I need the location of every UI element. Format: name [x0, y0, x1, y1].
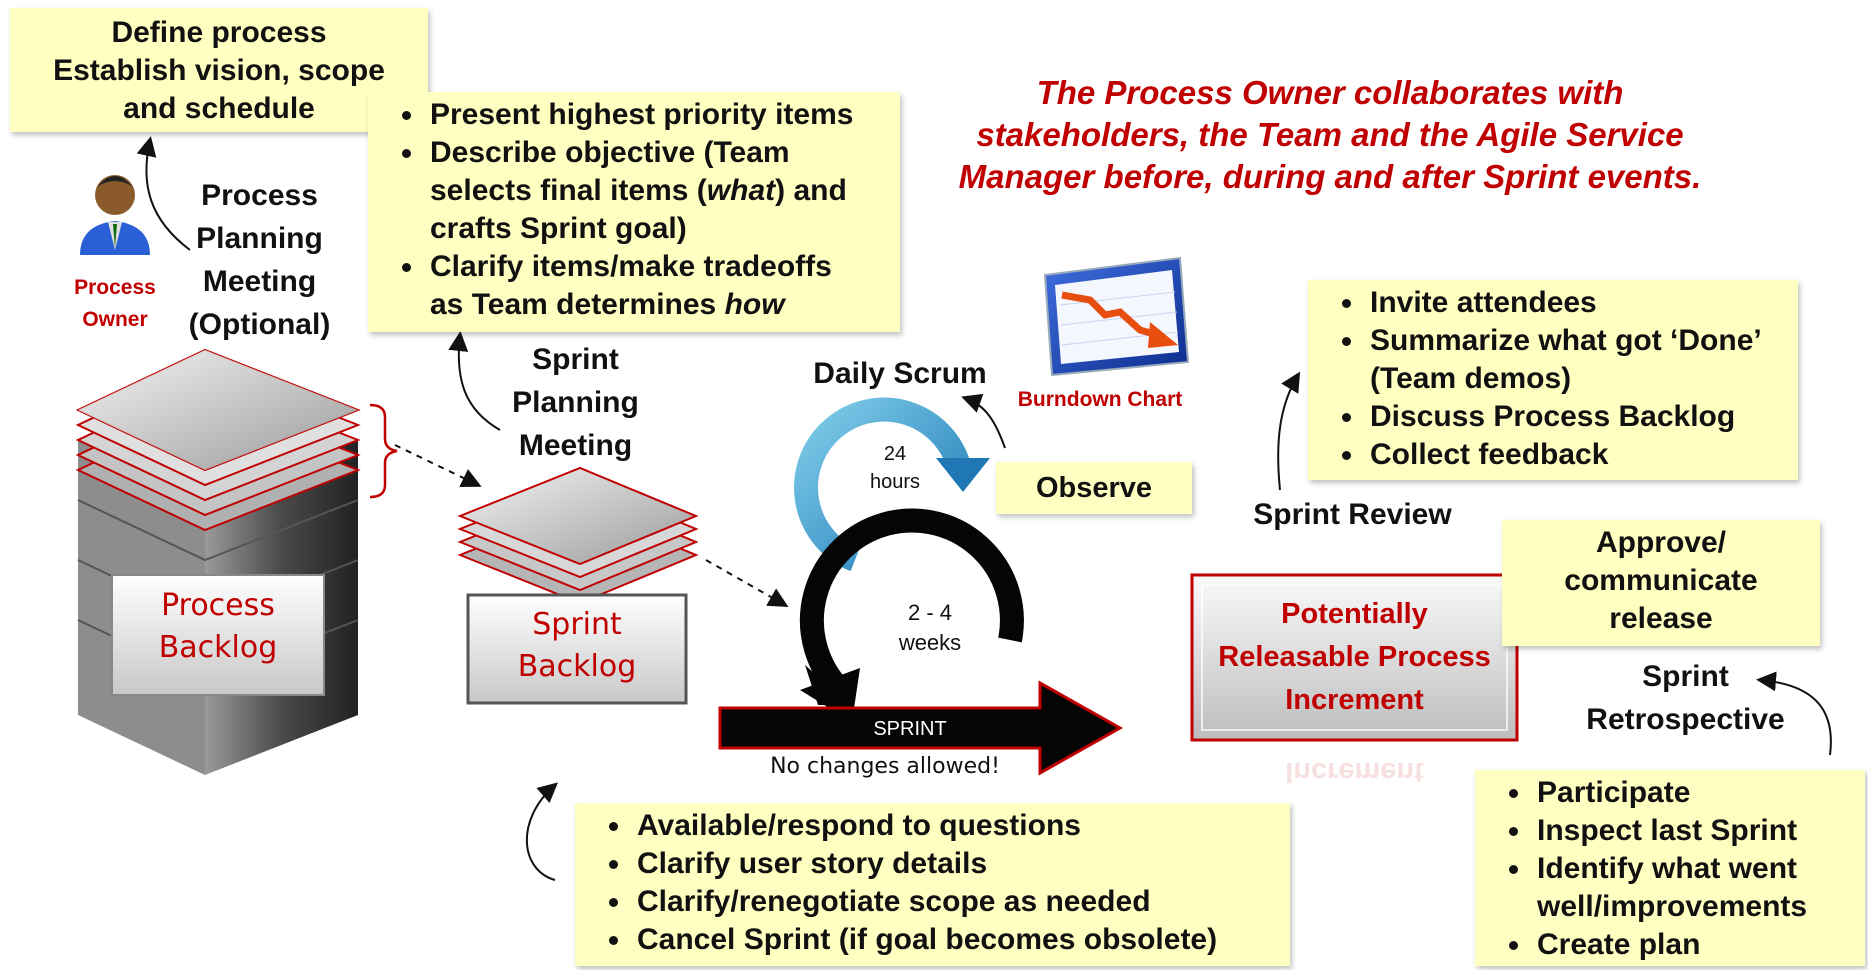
sprint-backlog-stack [457, 466, 699, 705]
sprint-planning-item: Describe objective (Team selects final i… [426, 134, 900, 248]
process-backlog-stack [75, 348, 361, 775]
arrow-to-retrospective [1756, 671, 1832, 756]
dashed-arrow-to-sprint-backlog [394, 444, 482, 488]
daily-scrum-cycle-label: 24 hours [869, 443, 921, 493]
arrow-to-sprint-planning-note [448, 331, 501, 431]
sprint-retrospective-item: Create plan [1533, 926, 1865, 964]
sprint-planning-meeting-label: Sprint Planning Meeting [512, 343, 639, 462]
sprint-backlog-label: Sprint Backlog [517, 607, 637, 684]
increment-reflection: Increment [1285, 756, 1424, 788]
sprint-planning-item: Present highest priority items [426, 96, 900, 134]
process-backlog-label: Process Backlog [158, 588, 278, 665]
during-sprint-item: Cancel Sprint (if goal becomes obsolete) [633, 921, 1290, 959]
sprint-review-label: Sprint Review [1253, 498, 1452, 531]
sprint-retrospective-note: Participate Inspect last Sprint Identify… [1475, 770, 1865, 966]
process-planning-meeting-label: Process Planning Meeting (Optional) [188, 179, 331, 341]
backlog-bracket [369, 403, 398, 499]
sprint-arrow-caption: No changes allowed! [770, 754, 1000, 779]
sprint-retrospective-item: Identify what went well/improvements [1533, 850, 1865, 926]
sprint-review-item: Summarize what got ‘Done’ (Team demos) [1366, 322, 1798, 398]
sprint-planning-item: Clarify items/make tradeoffs as Team det… [426, 248, 900, 324]
observe-note: Observe [996, 462, 1192, 514]
sprint-review-item: Invite attendees [1366, 284, 1798, 322]
define-process-line: Define process [111, 16, 327, 49]
during-sprint-item: Clarify/renegotiate scope as needed [633, 883, 1290, 921]
during-sprint-item: Available/respond to questions [633, 807, 1290, 845]
sprint-review-item: Discuss Process Backlog [1366, 398, 1798, 436]
sprint-cycle-label: 2 - 4 weeks [898, 600, 962, 655]
headline: The Process Owner collaborates with stak… [958, 74, 1702, 195]
sprint-review-item: Collect feedback [1366, 436, 1798, 474]
burndown-chart-icon [1043, 256, 1190, 377]
burndown-chart-label: Burndown Chart [1017, 388, 1183, 411]
sprint-retrospective-label: Sprint Retrospective [1586, 660, 1785, 736]
define-process-note: Define process Establish vision, scope a… [10, 8, 428, 132]
sprint-arrow [718, 680, 1124, 776]
dashed-arrow-to-sprint [705, 559, 789, 607]
sprint-arrow-label: SPRINT [873, 718, 947, 740]
increment-label: Potentially Releasable Process Increment [1218, 598, 1491, 716]
sprint-retrospective-item: Participate [1533, 774, 1865, 812]
sprint-retrospective-item: Inspect last Sprint [1533, 812, 1865, 850]
release-note: Approve/ communicate release [1502, 520, 1820, 646]
during-sprint-note: Available/respond to questions Clarify u… [575, 803, 1290, 966]
arrow-to-daily-scrum [961, 393, 1006, 449]
sprint-planning-note: Present highest priority items Describe … [368, 92, 900, 332]
during-sprint-item: Clarify user story details [633, 845, 1290, 883]
define-process-line: and schedule [123, 92, 315, 125]
sprint-review-note: Invite attendees Summarize what got ‘Don… [1308, 280, 1798, 480]
arrow-to-bottom-note [525, 782, 559, 881]
process-owner-label: Process Owner [74, 276, 156, 331]
process-owner-avatar [80, 175, 150, 255]
daily-scrum-label: Daily Scrum [813, 357, 987, 390]
arrow-to-sprint-review-note [1277, 371, 1301, 491]
increment-box [1190, 573, 1519, 742]
daily-scrum-cycle [794, 397, 990, 572]
define-process-line: Establish vision, scope [53, 54, 385, 87]
arrow-to-define-process [136, 136, 191, 251]
